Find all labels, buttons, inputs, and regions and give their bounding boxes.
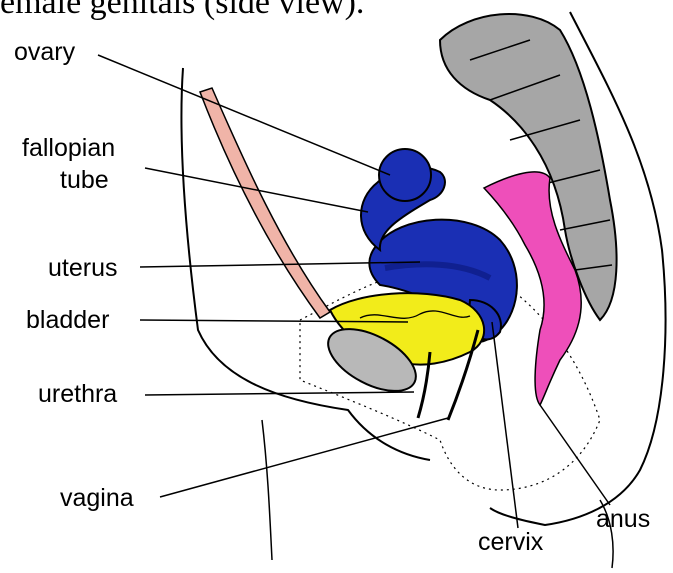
body-outline-thigh xyxy=(262,420,272,560)
ovary xyxy=(379,149,431,201)
label-cervix: cervix xyxy=(478,528,543,557)
leader-ovary xyxy=(98,55,390,175)
label-bladder: bladder xyxy=(26,306,109,335)
label-vagina: vagina xyxy=(60,484,134,513)
label-anus: anus xyxy=(596,505,650,534)
label-fallopian: fallopian xyxy=(22,134,115,163)
abdominal-wall xyxy=(200,88,330,318)
label-tube: tube xyxy=(60,166,109,195)
label-uterus: uterus xyxy=(48,254,117,283)
leader-vagina xyxy=(160,418,448,497)
label-urethra: urethra xyxy=(38,380,117,409)
label-ovary: ovary xyxy=(14,38,75,67)
